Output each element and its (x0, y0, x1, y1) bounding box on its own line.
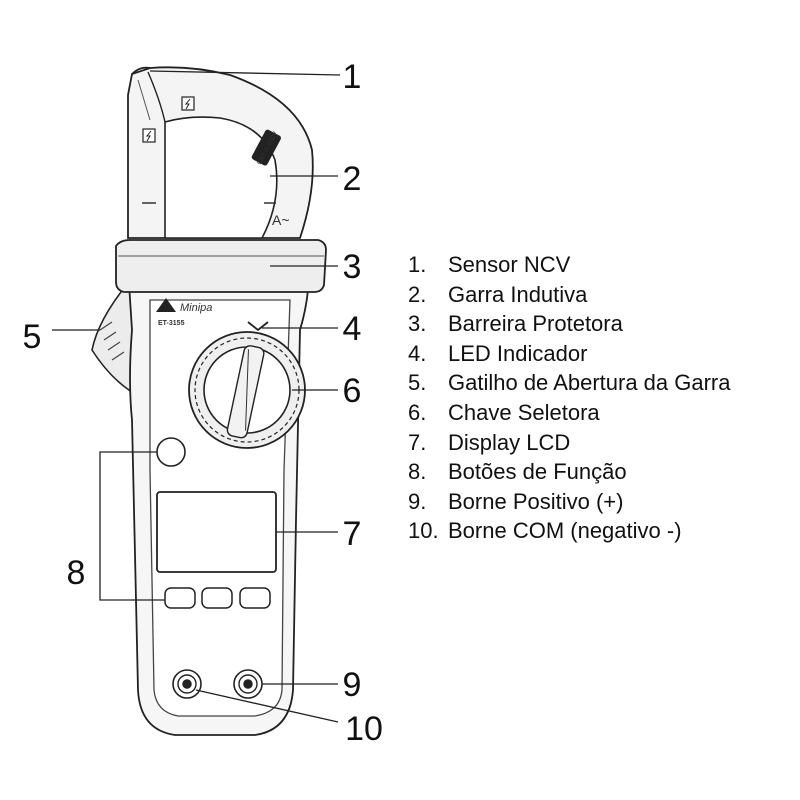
callout-5: 5 (23, 318, 42, 356)
legend-item: 5.Gatilho de Abertura da Garra (408, 370, 731, 396)
legend-item: 8.Botões de Função (408, 459, 627, 485)
brand-name: Minipa (180, 302, 212, 314)
callout-7: 7 (343, 515, 362, 553)
callout-9: 9 (343, 666, 362, 704)
legend-item: 3.Barreira Protetora (408, 311, 623, 337)
brand-logo-icon (156, 298, 176, 312)
protective-barrier (115, 239, 327, 293)
callout-3: 3 (343, 248, 362, 286)
com-terminal[interactable] (172, 669, 202, 699)
legend-item: 4.LED Indicador (408, 340, 588, 366)
function-button-3[interactable] (239, 587, 271, 609)
rotary-selector[interactable] (188, 331, 306, 449)
inductive-jaw: CAT III 600V A~ (127, 66, 314, 239)
hold-round-button[interactable] (156, 437, 186, 467)
warning-lightning-icon (142, 128, 156, 143)
callout-10: 10 (345, 710, 383, 748)
callout-6: 6 (343, 372, 362, 410)
model-label: ET-3155 (158, 320, 185, 327)
callout-4: 4 (343, 310, 362, 348)
lcd-display (156, 491, 277, 573)
function-button-1[interactable] (164, 587, 196, 609)
callout-8: 8 (67, 554, 86, 592)
callout-2: 2 (343, 160, 362, 198)
legend-item: 6.Chave Seletora (408, 399, 600, 425)
jaw-current-symbol: A~ (272, 212, 290, 228)
legend-item: 7.Display LCD (408, 429, 571, 455)
led-indicator (247, 321, 269, 332)
leader-lines (52, 70, 341, 723)
legend-item: 9.Borne Positivo (+) (408, 488, 624, 514)
warning-lightning-icon (181, 96, 195, 111)
function-button-2[interactable] (201, 587, 233, 609)
callout-1: 1 (343, 58, 362, 96)
legend-item: 2.Garra Indutiva (408, 281, 588, 307)
legend-item: 10.Borne COM (negativo -) (408, 518, 682, 544)
parts-legend: 1.Sensor NCV 2.Garra Indutiva 3.Barreira… (408, 250, 731, 546)
positive-terminal[interactable] (233, 669, 263, 699)
legend-item: 1.Sensor NCV (408, 252, 571, 277)
